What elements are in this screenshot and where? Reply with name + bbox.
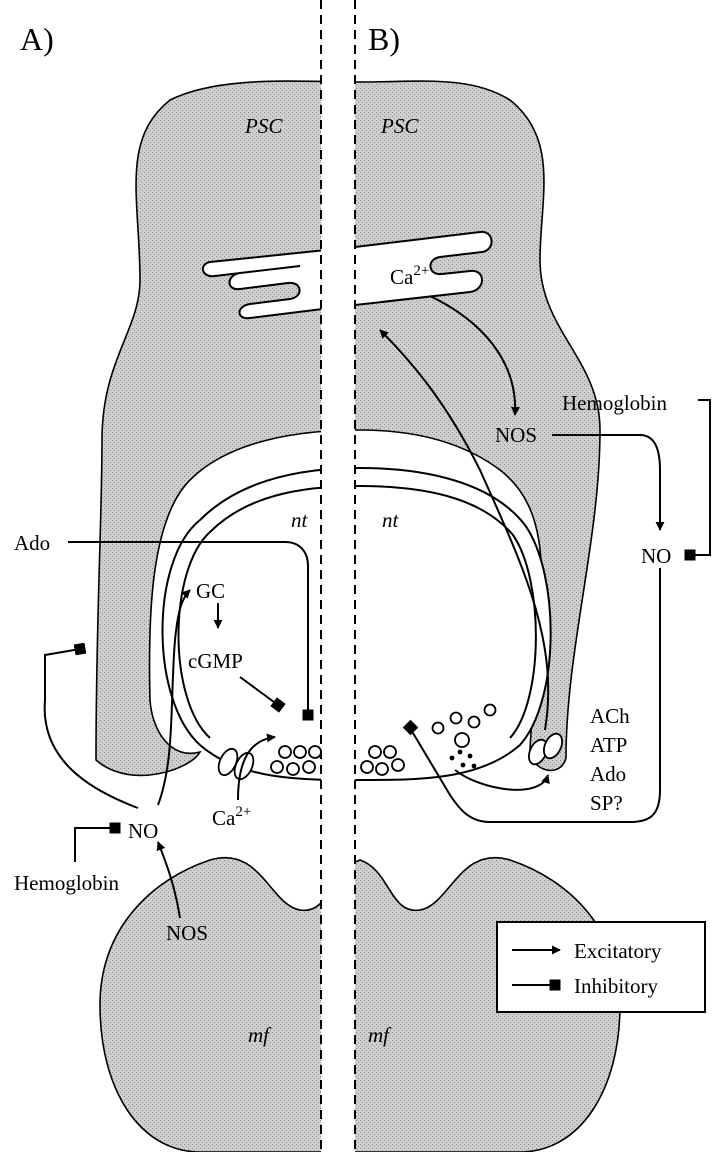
hemoglobin-label-a: Hemoglobin: [14, 871, 119, 895]
nos-label-b: NOS: [495, 423, 537, 447]
hemoglobin-a-line: [74, 822, 121, 862]
transmitter-sp: SP?: [590, 791, 623, 815]
hemoglobin-b-line: [684, 399, 711, 561]
no-label-a: NO: [128, 819, 158, 843]
legend-inhibitory-label: Inhibitory: [574, 974, 658, 998]
cgmp-inhibition-line: [239, 676, 286, 713]
no-label-b: NO: [641, 544, 671, 568]
ca-label-a: Ca2+: [212, 804, 251, 830]
legend: Excitatory Inhibitory: [496, 921, 706, 1013]
legend-excitatory-label: Excitatory: [574, 939, 662, 963]
panel-a-label: A): [20, 21, 54, 57]
transmitter-atp: ATP: [590, 733, 627, 757]
nerve-terminal: [161, 466, 552, 781]
psc-label-a: PSC: [244, 114, 283, 138]
hemoglobin-label-b: Hemoglobin: [562, 391, 667, 415]
nt-label-a: nt: [291, 508, 309, 532]
psc-to-ca-arrow: [379, 329, 550, 731]
no-to-gc-arrow: [157, 589, 191, 806]
release-to-psc-arrow: [454, 769, 550, 791]
panel-gap: [321, 0, 355, 1152]
nos-label-a: NOS: [166, 921, 208, 945]
vesicles-b: [360, 703, 497, 776]
mf-label-a: mf: [248, 1023, 272, 1047]
panel-b-label: B): [368, 21, 400, 57]
calcium-channel-a: [217, 747, 255, 781]
ca-entry-arrow: [237, 733, 276, 801]
psc-label-b: PSC: [380, 114, 419, 138]
ca-to-nos-arrow: [429, 295, 520, 416]
muscle-fiber: [99, 856, 621, 1153]
gc-label: GC: [196, 579, 225, 603]
transmitter-ado: Ado: [590, 762, 626, 786]
legend-box: [496, 921, 706, 1013]
ado-inhibition-line: [68, 541, 314, 721]
vesicle-release-dots: [449, 749, 477, 769]
nos-to-no-arrow: [156, 841, 181, 919]
vesicles-a: [270, 745, 322, 776]
mf-label-b: mf: [368, 1023, 392, 1047]
cgmp-label: cGMP: [188, 649, 243, 673]
ca-label-b: Ca2+: [390, 263, 429, 289]
nt-label-b: nt: [382, 508, 400, 532]
transmitter-ach: ACh: [590, 704, 630, 728]
calcium-channel-b: [528, 732, 563, 766]
ado-label-a: Ado: [14, 531, 50, 555]
no-feedback-inhibition: [43, 642, 139, 809]
nos-to-no-b-arrow: [552, 434, 665, 531]
no-b-to-terminal: [409, 568, 661, 823]
